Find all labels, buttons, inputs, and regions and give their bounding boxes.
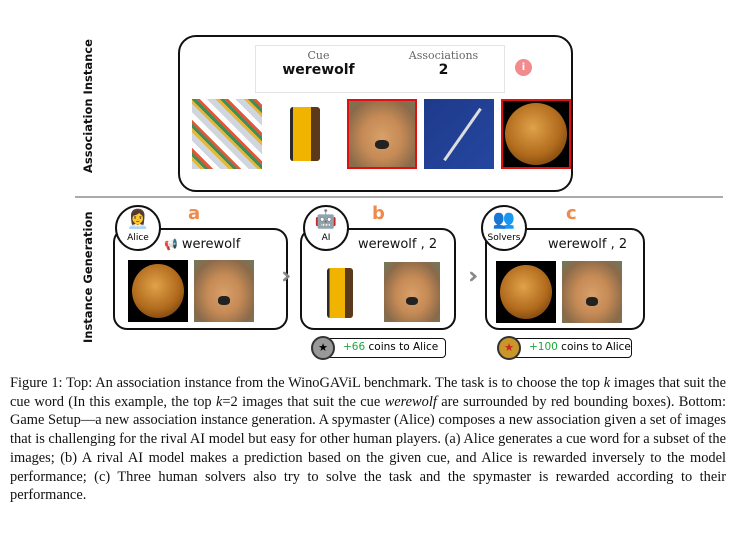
- divider: [75, 196, 723, 198]
- avatar-alice: 👩‍💼Alice: [115, 205, 161, 251]
- info-icon[interactable]: i: [515, 59, 532, 76]
- label-b: b: [372, 203, 385, 224]
- image-pills[interactable]: [192, 99, 262, 169]
- image-syringes[interactable]: [424, 99, 494, 169]
- panel-c-cue: werewolf , 2: [548, 237, 628, 252]
- image-puppy: [562, 261, 622, 323]
- chevron-right-icon: ›››: [468, 264, 480, 289]
- megaphone-icon: 📢: [164, 238, 178, 251]
- avatar-ai: 🤖AI: [303, 205, 349, 251]
- associations-value: 2: [438, 62, 449, 78]
- robot-icon: 🤖: [314, 209, 338, 230]
- cue-panel: Cue werewolf Associations 2: [255, 45, 505, 93]
- reward-badge-ai: ★ +66 coins to Alice: [311, 336, 446, 360]
- avatar-solvers: 👥Solvers: [481, 205, 527, 251]
- image-puppy: [384, 262, 440, 322]
- image-film-roll: [310, 260, 370, 326]
- panel-b-cue: werewolf , 2: [358, 237, 438, 252]
- associations-label: Associations: [408, 49, 479, 62]
- cue-label: Cue: [307, 49, 330, 62]
- instance-generation-label: Instance Generation: [81, 211, 95, 343]
- image-puppy-selected[interactable]: [347, 99, 417, 169]
- image-planet: [496, 261, 556, 323]
- alice-icon: 👩‍💼: [126, 209, 150, 230]
- cue-value: werewolf: [282, 62, 355, 78]
- chevron-right-icon: ›››: [281, 264, 293, 289]
- solvers-icon: 👥: [492, 209, 516, 230]
- reward-badge-solvers: ★ +100 coins to Alice: [497, 336, 632, 360]
- image-puppy: [194, 260, 254, 322]
- image-planet-selected[interactable]: [501, 99, 571, 169]
- association-instance-label: Association Instance: [81, 39, 95, 173]
- image-film-roll[interactable]: [270, 99, 340, 169]
- image-planet: [128, 260, 188, 322]
- panel-a-cue: werewolf: [181, 237, 241, 252]
- figure-caption: Figure 1: Top: An association instance f…: [10, 375, 726, 504]
- silver-coin-icon: ★: [311, 336, 335, 360]
- gold-coin-icon: ★: [497, 336, 521, 360]
- label-a: a: [188, 203, 201, 224]
- label-c: c: [566, 203, 577, 224]
